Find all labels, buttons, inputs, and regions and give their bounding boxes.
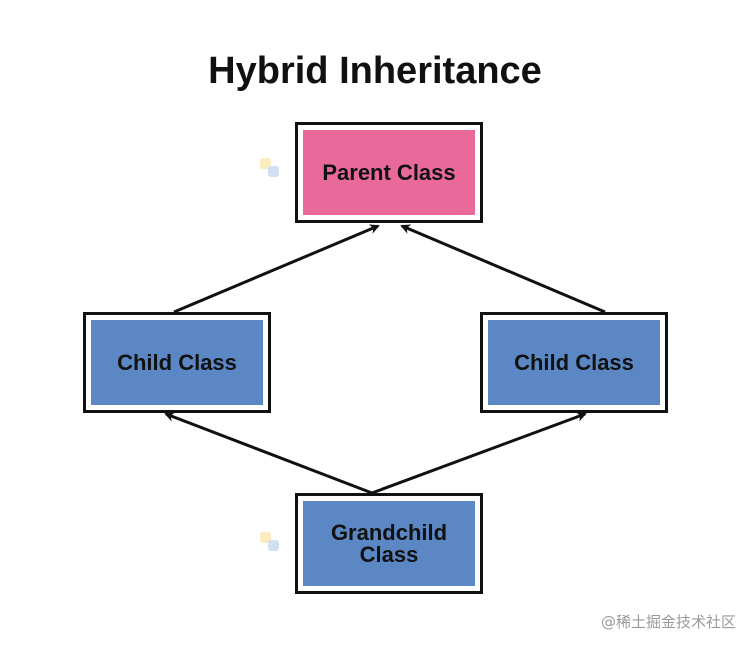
edge-grandchild-to-child-left	[164, 412, 373, 495]
node-grandchild-label-line2: Class	[359, 541, 419, 567]
node-child-class-right: Child Class	[480, 312, 668, 413]
node-child-left-fill: Child Class	[91, 320, 263, 405]
watermark-logo-icon	[260, 158, 279, 177]
node-child-right-fill: Child Class	[488, 320, 660, 405]
diagram-title: Hybrid Inheritance	[208, 50, 542, 92]
node-parent-label: Parent Class	[322, 159, 456, 185]
node-child-right-label: Child Class	[514, 349, 634, 375]
node-grandchild-class: Grandchild Class	[295, 493, 483, 594]
node-child-left-label: Child Class	[117, 349, 237, 375]
node-grandchild-fill: Grandchild Class	[303, 501, 475, 586]
edge-child-right-to-parent	[400, 224, 606, 314]
node-child-class-left: Child Class	[83, 312, 271, 413]
watermark-text: @稀土掘金技术社区	[600, 613, 736, 631]
watermark-logo-icon	[260, 532, 279, 551]
node-grandchild-label-line1: Grandchild	[330, 519, 448, 545]
node-parent-class: Parent Class	[295, 122, 483, 223]
edge-child-left-to-parent	[173, 224, 380, 314]
node-parent-fill: Parent Class	[303, 130, 475, 215]
edge-grandchild-to-child-right	[371, 412, 587, 495]
